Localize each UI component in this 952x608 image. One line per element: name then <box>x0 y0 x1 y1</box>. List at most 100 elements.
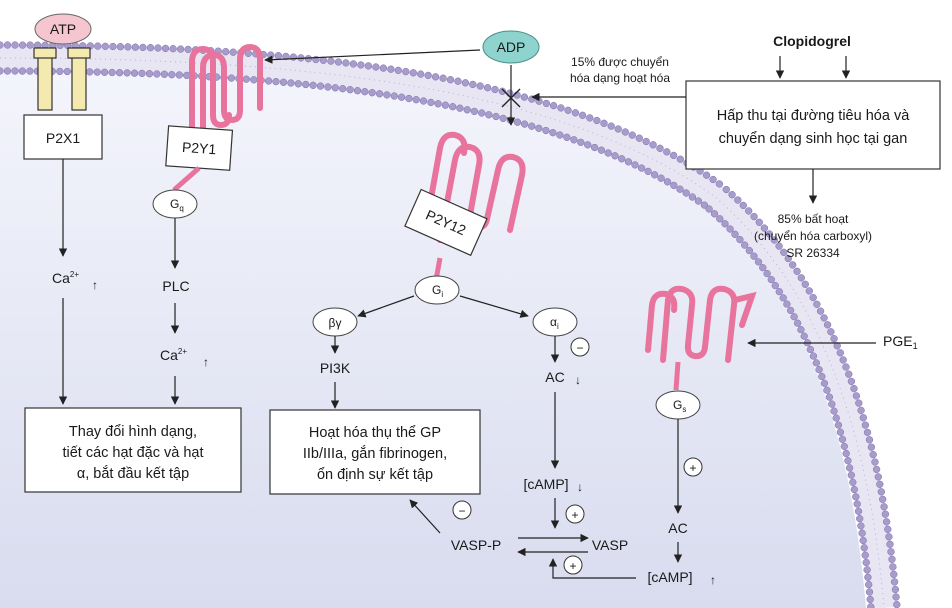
absorption-box: Hấp thu tại đường tiêu hóa và chuyển dạn… <box>685 80 941 170</box>
phospholipid-head <box>227 74 236 82</box>
phospholipid-head <box>702 171 711 179</box>
phospholipid-head <box>775 288 783 296</box>
phospholipid-head <box>642 137 650 146</box>
phospholipid-head <box>813 300 821 308</box>
inhibit-sign-ac: − <box>570 337 590 357</box>
beta-gamma-subunit: βγ <box>312 307 358 337</box>
adp-molecule: ADP <box>482 30 540 64</box>
phospholipid-head <box>771 281 779 290</box>
phospholipid-head <box>855 399 863 407</box>
phospholipid-head <box>893 600 901 608</box>
phospholipid-head <box>877 488 885 496</box>
phospholipid-head <box>862 558 870 567</box>
phospholipid-head <box>419 97 428 105</box>
phospholipid-head <box>145 70 154 78</box>
ca-mid-up-arrow: ↑ <box>203 355 209 369</box>
phospholipid-head <box>372 63 380 71</box>
phospholipid-head <box>847 471 855 479</box>
alpha-i-subunit: αi <box>532 307 578 337</box>
phospholipid-head <box>806 345 815 354</box>
phospholipid-head <box>882 518 891 526</box>
phospholipid-head <box>779 294 787 302</box>
pge1-label: PGE1 <box>883 333 918 351</box>
phospholipid-head <box>884 525 892 533</box>
phospholipid-head <box>469 80 477 89</box>
phospholipid-head <box>801 280 809 288</box>
phospholipid-head <box>431 73 440 81</box>
phospholipid-head <box>856 514 864 523</box>
phospholipid-head <box>470 107 479 116</box>
phospholipid-head <box>520 93 529 101</box>
phospholipid-head <box>131 43 140 51</box>
phospholipid-head <box>728 191 736 199</box>
svg-text:−: − <box>576 341 583 355</box>
phospholipid-head <box>108 68 116 77</box>
phospholipid-head <box>250 76 258 84</box>
phospholipid-head <box>775 242 783 250</box>
phospholipid-head <box>154 44 162 52</box>
phospholipid-head <box>375 90 384 98</box>
beta-gamma-label: βγ <box>329 316 342 330</box>
phospholipid-head <box>739 201 747 210</box>
phospholipid-head <box>760 224 769 232</box>
phospholipid-head <box>745 246 754 255</box>
phospholipid-head <box>379 64 388 72</box>
shape-change-box: Thay đổi hình dạng, tiết các hạt đặc và … <box>24 407 242 493</box>
phospholipid-head <box>339 85 347 93</box>
phospholipid-head <box>887 548 895 556</box>
phospholipid-head <box>334 58 343 66</box>
phospholipid-head <box>886 540 894 548</box>
phospholipid-head <box>840 442 848 451</box>
ca-left-up-arrow: ↑ <box>92 278 98 292</box>
phospholipid-head <box>867 443 876 451</box>
p2y1-label: P2Y1 <box>181 139 216 157</box>
phospholipid-head <box>461 79 470 87</box>
phospholipid-head <box>542 99 551 108</box>
phospholipid-head <box>454 77 462 85</box>
phospholipid-head <box>832 414 840 422</box>
phospholipid-head <box>139 43 147 52</box>
phospholipid-head <box>839 356 847 364</box>
phospholipid-head <box>611 152 619 160</box>
phospholipid-head <box>492 112 500 121</box>
absorption-line-1: Hấp thu tại đường tiêu hóa và <box>717 108 910 124</box>
p2x1-channel <box>33 47 91 111</box>
phospholipid-head <box>578 111 587 119</box>
phospholipid-head <box>424 71 432 80</box>
phospholipid-head <box>815 366 823 374</box>
phospholipid-head <box>146 44 155 52</box>
phospholipid-head <box>409 69 417 77</box>
phospholipid-head <box>793 319 802 327</box>
phospholipid-head <box>115 69 124 77</box>
phospholipid-head <box>644 167 652 176</box>
phospholipid-head <box>861 551 869 559</box>
phospholipid-head <box>282 52 290 61</box>
phospholipid-head <box>11 41 19 49</box>
phospholipid-head <box>797 274 805 282</box>
phospholipid-head <box>888 555 896 563</box>
vasp-label: VASP <box>592 537 628 553</box>
phospholipid-head <box>618 155 626 163</box>
phospholipid-head <box>600 119 608 127</box>
phospholipid-head <box>890 578 899 586</box>
phospholipid-head <box>754 258 763 266</box>
phospholipid-head <box>857 522 865 530</box>
phospholipid-head <box>676 185 684 193</box>
phospholipid-head <box>549 101 558 110</box>
phospholipid-head <box>302 80 310 89</box>
gp-activation-line-1: Hoạt hóa thụ thể GP <box>309 425 441 441</box>
phospholipid-head <box>649 141 657 149</box>
phospholipid-head <box>770 236 778 244</box>
phospholipid-head <box>513 118 522 126</box>
phospholipid-head <box>849 478 857 486</box>
p2y1-receptor <box>189 43 263 143</box>
ac-right-label: AC <box>668 520 687 536</box>
inhibit-sign-gp: − <box>452 500 472 520</box>
adp-label: ADP <box>497 39 526 55</box>
phospholipid-head <box>229 48 237 56</box>
phospholipid-head <box>586 114 594 122</box>
phospholipid-head <box>222 48 230 56</box>
phospholipid-head <box>287 79 295 87</box>
phospholipid-head <box>797 326 805 334</box>
promote-sign-vasp-2: + <box>563 555 583 575</box>
